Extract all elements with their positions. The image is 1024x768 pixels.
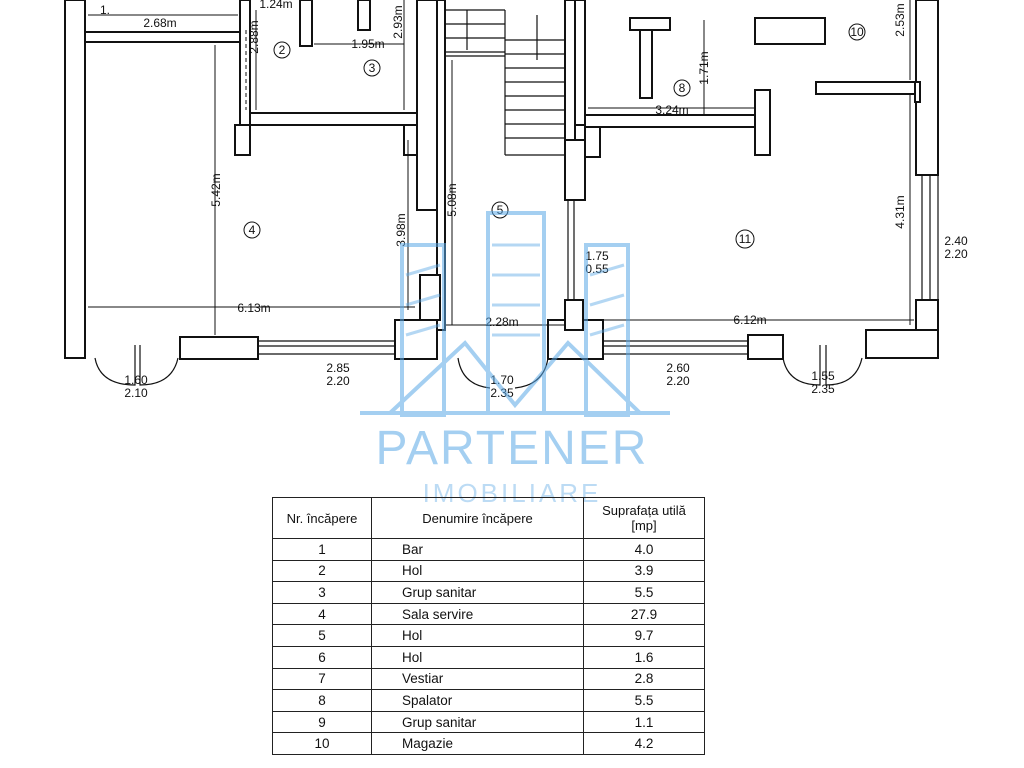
room-number-cell: 9 <box>272 710 372 734</box>
dim-label: 1.24m <box>259 0 292 11</box>
dim-label: 1.70 <box>490 373 514 387</box>
room-name-cell: Hol <box>371 645 584 669</box>
dim-label: 0.55 <box>585 262 609 276</box>
table-header-row: Nr. încăpere Denumire încăpere Suprafața… <box>272 497 705 539</box>
rooms-table: Nr. încăpere Denumire încăpere Suprafața… <box>272 497 705 755</box>
dim-label: 2.88m <box>247 20 261 53</box>
room-number-cell: 8 <box>272 689 372 712</box>
dim-label: 2.28m <box>485 315 518 329</box>
dim-label: 2.20 <box>326 374 350 388</box>
room-number-11: 11 <box>739 232 752 246</box>
dim-label: 2.20 <box>944 247 968 261</box>
dim-label: 2.20 <box>666 374 690 388</box>
room-name-cell: Vestiar <box>371 667 584 691</box>
room-name-cell: Grup sanitar <box>371 710 584 734</box>
floor-plan: 2 3 4 5 8 10 11 2.68m 1. 1.24m 2.88m 1.9… <box>64 0 968 400</box>
room-name-cell: Spalator <box>371 689 584 712</box>
room-name-cell: Hol <box>371 624 584 647</box>
dim-label: 2.93m <box>391 5 405 38</box>
room-number-4: 4 <box>249 223 256 237</box>
room-number-8: 8 <box>679 81 686 95</box>
dim-label: 1.55 <box>811 369 835 383</box>
dim-label: 5.42m <box>209 173 223 206</box>
room-area-cell: 5.5 <box>583 689 705 712</box>
dim-label: 2.35 <box>490 386 514 400</box>
col-header-name: Denumire încăpere <box>371 497 584 539</box>
room-number-2: 2 <box>279 43 286 57</box>
dim-label: 1. <box>100 3 110 17</box>
room-area-cell: 4.2 <box>583 732 705 755</box>
dim-label: 2.60 <box>666 361 690 375</box>
dim-label: 3.98m <box>394 213 408 246</box>
room-area-cell: 27.9 <box>583 602 705 626</box>
dim-label: 3.24m <box>655 103 688 117</box>
dim-label: 1.95m <box>351 37 384 51</box>
room-number-5: 5 <box>497 203 504 217</box>
dim-label: 4.31m <box>893 195 907 228</box>
dim-label: 2.85 <box>326 361 350 375</box>
dim-label: 1.75 <box>585 249 609 263</box>
room-name-cell: Sala servire <box>371 602 584 626</box>
room-number-10: 10 <box>850 25 864 39</box>
room-number-cell: 2 <box>272 559 372 583</box>
room-number-cell: 10 <box>272 732 372 755</box>
dim-label: 2.68m <box>143 16 176 30</box>
dim-label: 5.08m <box>445 183 459 216</box>
room-number-cell: 3 <box>272 581 372 604</box>
room-name-cell: Grup sanitar <box>371 581 584 604</box>
dim-label: 6.12m <box>733 313 766 327</box>
room-area-cell: 9.7 <box>583 624 705 647</box>
room-area-cell: 2.8 <box>583 667 705 691</box>
dim-label: 2.10 <box>124 386 148 400</box>
dim-label: 1.71m <box>697 51 711 84</box>
dim-label: 6.13m <box>237 301 270 315</box>
col-header-number: Nr. încăpere <box>272 497 372 539</box>
room-area-cell: 4.0 <box>583 538 705 561</box>
room-name-cell: Hol <box>371 559 584 583</box>
col-header-area: Suprafața utilă [mp] <box>583 497 705 539</box>
dim-label: 2.35 <box>811 382 835 396</box>
dim-label: 2.53m <box>893 3 907 36</box>
dim-label: 2.40 <box>944 234 968 248</box>
room-area-cell: 3.9 <box>583 559 705 583</box>
room-number-cell: 1 <box>272 538 372 561</box>
room-number-cell: 5 <box>272 624 372 647</box>
room-area-cell: 1.1 <box>583 710 705 734</box>
dim-label: 1.60 <box>124 373 148 387</box>
room-area-cell: 5.5 <box>583 581 705 604</box>
room-number-cell: 4 <box>272 602 372 626</box>
room-name-cell: Bar <box>371 538 584 561</box>
room-name-cell: Magazie <box>371 732 584 755</box>
room-number-cell: 7 <box>272 667 372 691</box>
room-number-cell: 6 <box>272 645 372 669</box>
room-area-cell: 1.6 <box>583 645 705 669</box>
room-number-3: 3 <box>369 61 376 75</box>
